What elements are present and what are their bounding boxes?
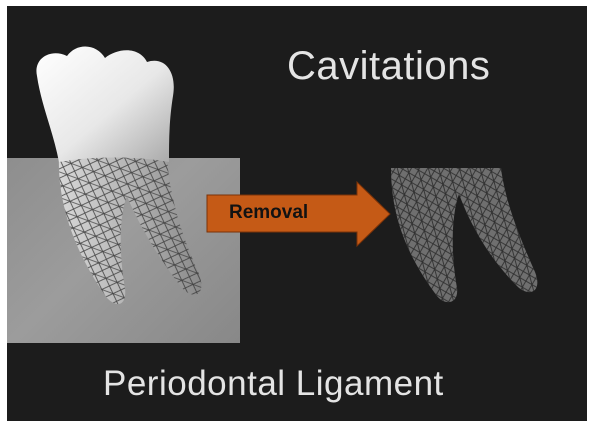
presentation-slide: Cavitations: [7, 6, 587, 421]
slide-caption: Periodontal Ligament: [103, 364, 444, 404]
removal-arrow-label: Removal: [229, 202, 308, 224]
